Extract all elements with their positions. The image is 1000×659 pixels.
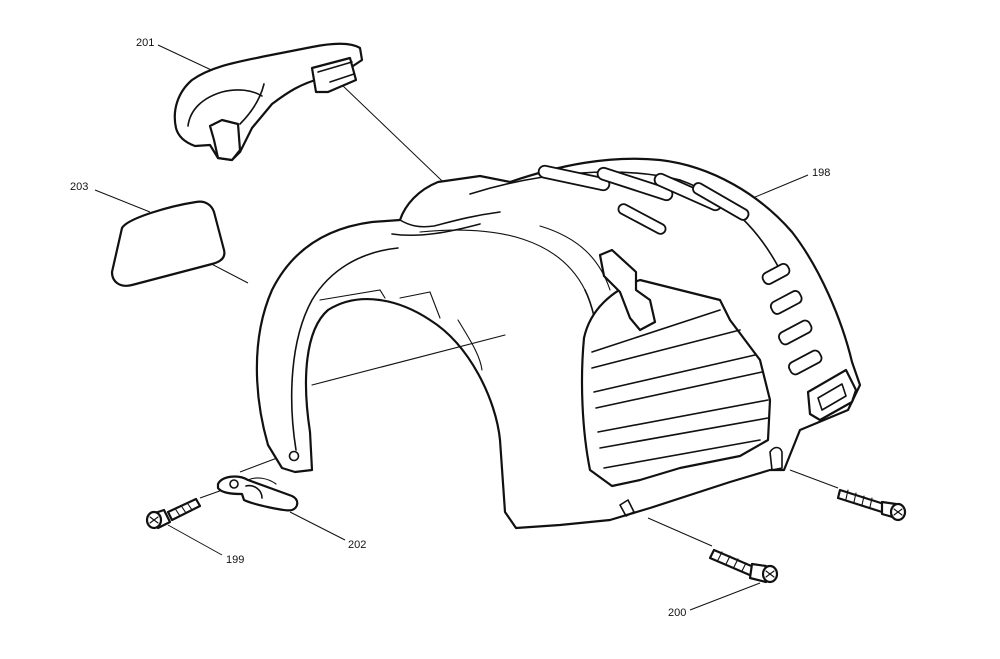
clamp-part [216,475,299,512]
bolt-left-part [145,497,202,530]
bolt-right-part [836,488,907,522]
label-clamp: 202 [348,539,366,551]
plate-part [110,200,226,287]
housing-part [255,157,862,530]
label-plate: 203 [70,181,88,193]
label-housing: 198 [812,167,830,179]
label-bolt-left: 199 [226,554,244,566]
bolt-bottom-part [708,548,779,584]
cap-part [173,42,364,162]
label-cap: 201 [136,37,154,49]
label-bolt-bottom: 200 [668,607,686,619]
